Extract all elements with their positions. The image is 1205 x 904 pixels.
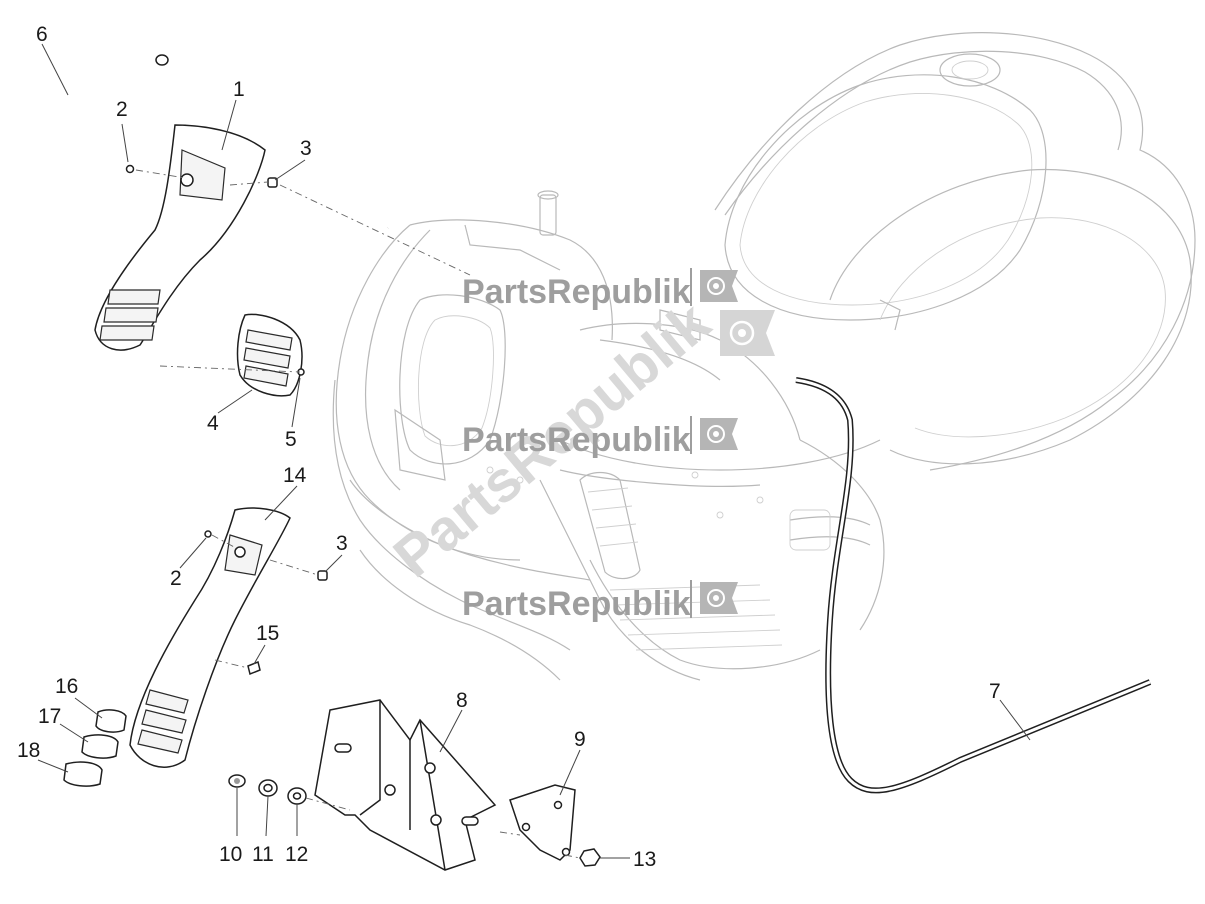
callout-11: 11: [252, 843, 274, 866]
part-4-grille: [236, 313, 303, 397]
callout-3-top: 3: [300, 137, 312, 160]
gear-flag-icon: [700, 582, 738, 614]
watermark-1: PartsRepublik: [462, 268, 738, 311]
fastener-clip-3-top: [267, 177, 278, 188]
callout-18: 18: [17, 739, 40, 762]
part-9-small-bracket: [509, 784, 576, 861]
watermark-text-3: PartsRepublik: [462, 585, 691, 623]
callout-1: 1: [233, 78, 245, 101]
assembly-lines-lower: [211, 534, 319, 669]
part-8-bracket: [314, 699, 497, 871]
callout-14: 14: [283, 464, 307, 487]
part-16-pad: [95, 709, 127, 733]
callout-4: 4: [207, 412, 219, 435]
part-7-edge-trim: [795, 377, 1152, 794]
callout-17: 17: [38, 705, 61, 728]
part-17-pad: [81, 734, 119, 759]
leader-lines: [37, 43, 1031, 859]
part-12-washer: [287, 787, 307, 805]
part-10-bolt: [228, 774, 246, 788]
callout-5: 5: [285, 428, 297, 451]
watermark-2: PartsRepublik: [462, 416, 738, 459]
callout-labels: 1 2 2 3 3 4 5 6 7 8 9 10 11 12 13 14 15 …: [17, 23, 1001, 871]
gear-flag-icon: [700, 418, 738, 450]
assembly-lines-hardware: [305, 797, 581, 859]
callout-15: 15: [256, 622, 279, 645]
callout-8: 8: [456, 689, 468, 712]
callout-2-lower: 2: [170, 567, 182, 590]
assembly-lines-top: [135, 169, 471, 373]
fastener-clip-3-lower: [317, 570, 328, 581]
callout-16: 16: [55, 675, 78, 698]
watermark-text-2: PartsRepublik: [462, 421, 691, 459]
callout-3-lower: 3: [336, 532, 348, 555]
watermark-logo-large: [720, 310, 775, 356]
callout-10: 10: [219, 843, 242, 866]
callout-7: 7: [989, 680, 1001, 703]
gear-flag-icon: [700, 270, 738, 302]
callout-2-top: 2: [116, 98, 128, 121]
callout-12: 12: [285, 843, 308, 866]
part-13-nut: [579, 848, 601, 867]
part-14-lower-cover: [129, 507, 291, 768]
callout-9: 9: [574, 728, 586, 751]
part-11-washer: [258, 779, 278, 797]
fastener-screw-2-lower: [204, 530, 212, 538]
scooter-frame-outline: [332, 32, 1196, 681]
part-18-pad: [63, 761, 103, 787]
part-1-horn-cover: [94, 124, 266, 351]
callout-13: 13: [633, 848, 656, 871]
fastener-screw-2-top: [125, 164, 135, 174]
callout-6: 6: [36, 23, 48, 46]
watermark-3: PartsRepublik: [462, 580, 738, 623]
watermark-text-1: PartsRepublik: [462, 273, 691, 311]
